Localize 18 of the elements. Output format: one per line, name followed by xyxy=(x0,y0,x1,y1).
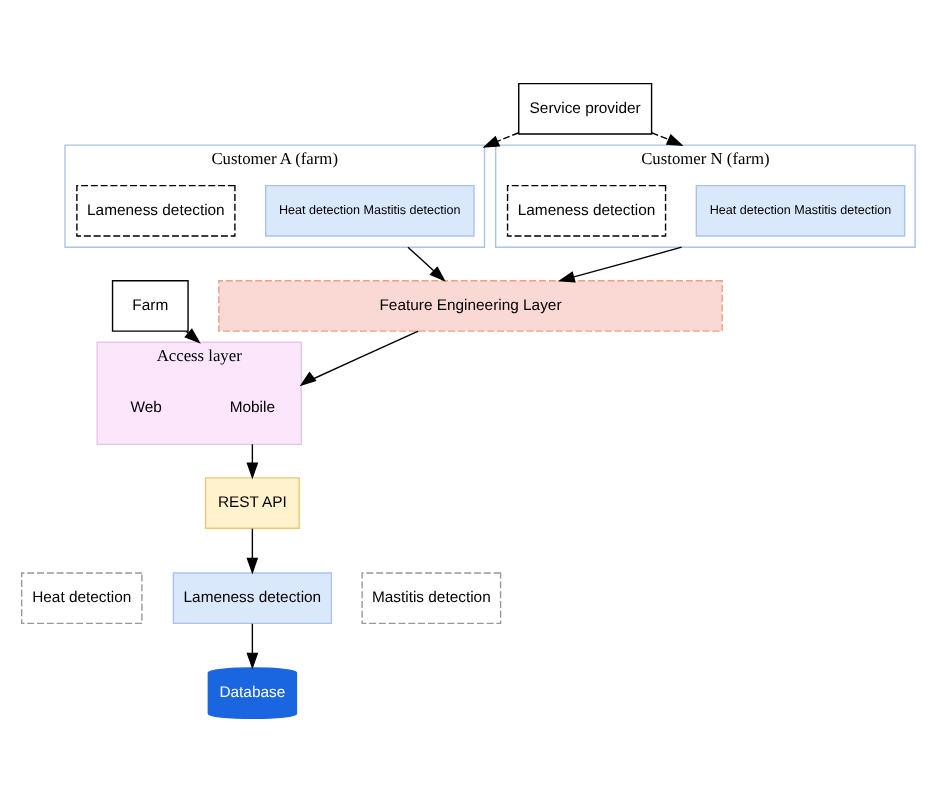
node-box: Lameness detection xyxy=(506,183,667,236)
node-box: Mastitis detection xyxy=(361,571,502,624)
arrow xyxy=(557,245,683,282)
arrow xyxy=(299,329,419,386)
node-box: REST API xyxy=(204,476,300,528)
arrow xyxy=(650,131,684,145)
node-text: Web xyxy=(130,396,162,415)
node-box: Heat detection xyxy=(20,571,143,624)
node-box: Feature Engineering Layer xyxy=(218,279,723,331)
arrow xyxy=(482,131,520,147)
node-text: Mobile xyxy=(229,396,276,415)
arrow xyxy=(407,245,446,281)
arrow xyxy=(246,442,259,479)
node-box: Service provider xyxy=(518,81,653,134)
arrow xyxy=(246,527,259,574)
node-box: Lameness detection xyxy=(172,571,333,624)
node-box: Lameness detection xyxy=(76,183,236,236)
arrow xyxy=(246,622,259,669)
